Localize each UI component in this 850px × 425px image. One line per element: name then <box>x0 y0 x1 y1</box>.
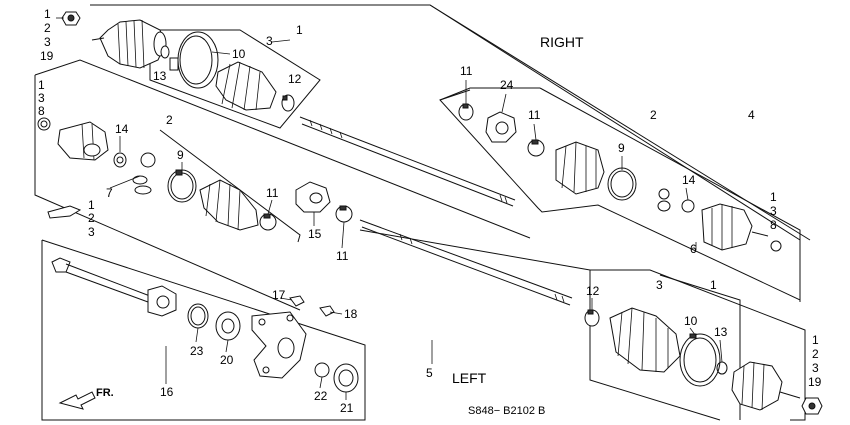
callout: 13 <box>153 69 167 83</box>
callout: 23 <box>190 344 204 358</box>
front-direction-arrow-icon <box>58 391 96 410</box>
callout: 21 <box>340 401 354 415</box>
callout: 9 <box>177 148 184 162</box>
front-direction-label: FR. <box>96 387 114 399</box>
section-right-label: RIGHT <box>540 34 584 50</box>
callout: 2 <box>166 113 173 127</box>
callout: 1 <box>38 78 45 92</box>
right-boot-band-large <box>177 31 219 89</box>
right-outer-cv-joint <box>91 19 167 69</box>
lt-boot <box>609 307 681 373</box>
mid-shaft-bar <box>359 219 573 306</box>
ir-outer-joint <box>701 203 782 252</box>
callout: 4 <box>748 108 755 122</box>
lt-clip-13 <box>716 361 728 375</box>
callout: 2 <box>88 211 95 225</box>
callout: 24 <box>500 78 514 92</box>
callout: 11 <box>460 64 473 78</box>
leader-lines <box>56 17 723 400</box>
lt-outer-joint <box>731 361 801 411</box>
mid-boot <box>199 179 259 231</box>
callout: 14 <box>682 173 696 187</box>
lock-nut-top <box>61 11 81 26</box>
right-outer-boot <box>215 61 277 111</box>
callout: 3 <box>88 225 95 239</box>
sh-bearing-20 <box>215 311 241 341</box>
mid-spider-7 <box>132 152 156 195</box>
sh-bracket <box>251 311 307 379</box>
section-left-label: LEFT <box>452 370 487 386</box>
callout: 11 <box>336 249 349 263</box>
ir-damper-24 <box>485 111 517 143</box>
frame-lines <box>34 4 811 421</box>
callout: 7 <box>106 186 113 200</box>
mid-clip-11a <box>259 213 277 231</box>
callout: 18 <box>344 307 358 321</box>
sh-clip-22 <box>314 362 330 378</box>
mid-damper-15 <box>295 181 331 213</box>
callout: 1 <box>44 7 51 21</box>
callout: 10 <box>232 47 246 61</box>
mid-ring-8 <box>37 117 51 131</box>
callout: 3 <box>38 91 45 105</box>
diagram-code: S848− B2102 B <box>468 405 545 417</box>
mid-band-9 <box>167 169 197 203</box>
callout: 3 <box>812 361 819 375</box>
callout: 5 <box>426 366 433 380</box>
callout: 14 <box>115 122 129 136</box>
lock-nut-bottom <box>801 397 823 415</box>
sh-ring-23 <box>187 303 209 329</box>
callout: 2 <box>44 21 51 35</box>
callout: 2 <box>812 347 819 361</box>
ir-clip-11b <box>527 139 545 157</box>
sh-bolt-18 <box>319 305 335 317</box>
callout: 1 <box>770 190 777 204</box>
callout: 15 <box>308 227 322 241</box>
callout: 19 <box>40 49 54 63</box>
callout: 1 <box>88 198 95 212</box>
labels: RIGHT LEFT FR. S848− B2102 B 1 2 3 19 3 … <box>38 7 822 417</box>
callout: 20 <box>220 353 234 367</box>
ir-boot <box>555 141 605 195</box>
grease-tube <box>47 205 82 219</box>
callout: 8 <box>38 104 45 118</box>
sh-bolt-17 <box>289 295 305 307</box>
callout: 10 <box>684 314 698 328</box>
lt-band-10 <box>679 333 721 387</box>
right-shaft-bar <box>299 116 516 207</box>
callout: 22 <box>314 389 328 403</box>
callout: 1 <box>296 23 303 37</box>
callout: 16 <box>160 385 174 399</box>
ir-band-9 <box>607 167 637 201</box>
callout: 3 <box>656 278 663 292</box>
callout: 2 <box>650 108 657 122</box>
callout: 3 <box>44 35 51 49</box>
ir-spider <box>657 188 695 213</box>
callout: 8 <box>770 218 777 232</box>
lower-shaft <box>51 257 177 317</box>
mid-clip-11b <box>335 205 353 223</box>
callout: 11 <box>528 108 541 122</box>
callout: 19 <box>808 375 822 389</box>
lt-clip-12 <box>584 309 600 327</box>
callout: 17 <box>272 288 286 302</box>
callout: 1 <box>812 333 819 347</box>
sh-seal-21 <box>333 363 359 393</box>
callout: 3 <box>770 204 777 218</box>
mid-inner-joint <box>57 121 109 161</box>
mid-ring-14 <box>113 152 127 168</box>
ir-clip-11 <box>458 103 474 121</box>
callout: 11 <box>266 186 279 200</box>
callout: 12 <box>288 72 302 86</box>
callout: 13 <box>714 325 728 339</box>
callout: 9 <box>618 141 625 155</box>
callout: 3 <box>266 34 273 48</box>
right-small-clips <box>160 45 295 112</box>
callout: 1 <box>710 278 717 292</box>
callout: 12 <box>586 284 600 298</box>
callout: 6 <box>690 242 697 256</box>
